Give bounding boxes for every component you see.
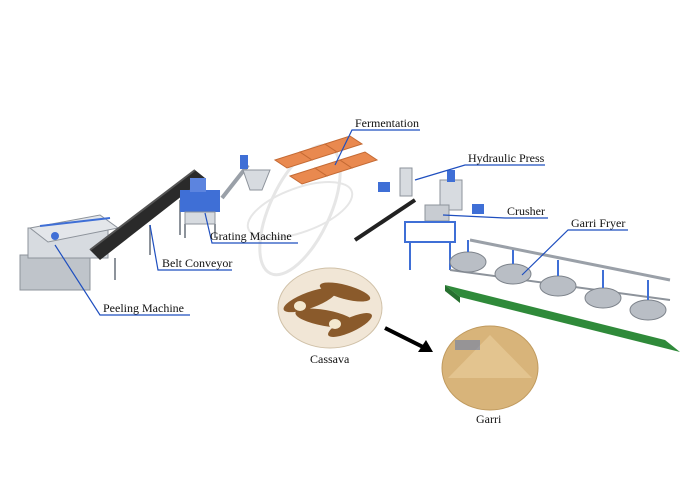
leader-grating-machine (204, 212, 298, 244)
label-fermentation: Fermentation (355, 116, 419, 130)
leader-crusher (442, 214, 548, 219)
leader-peeling-machine (54, 244, 190, 316)
garri-fryer (445, 238, 680, 352)
crusher (353, 198, 456, 270)
leader-hydraulic-press (414, 164, 545, 181)
grating-machine (180, 178, 220, 238)
caption-garri: Garri (476, 412, 502, 426)
hydraulic-press (378, 167, 484, 214)
label-peeling-machine: Peeling Machine (103, 301, 184, 315)
label-garri-fryer: Garri Fryer (571, 216, 626, 230)
label-hydraulic-press: Hydraulic Press (468, 151, 545, 165)
caption-cassava: Cassava (310, 352, 350, 366)
process-arrow (384, 326, 433, 352)
label-grating-machine: Grating Machine (210, 229, 292, 243)
leader-lines (54, 129, 628, 316)
label-belt-conveyor: Belt Conveyor (162, 256, 233, 270)
cassava-image (277, 267, 383, 349)
hopper-screw-conveyor (220, 155, 271, 200)
leader-fermentation (334, 129, 420, 166)
label-crusher: Crusher (507, 204, 545, 218)
garri-image (441, 325, 539, 411)
leader-belt-conveyor (149, 224, 232, 271)
fermentation-trays (273, 135, 379, 185)
leader-garri-fryer (521, 229, 628, 276)
